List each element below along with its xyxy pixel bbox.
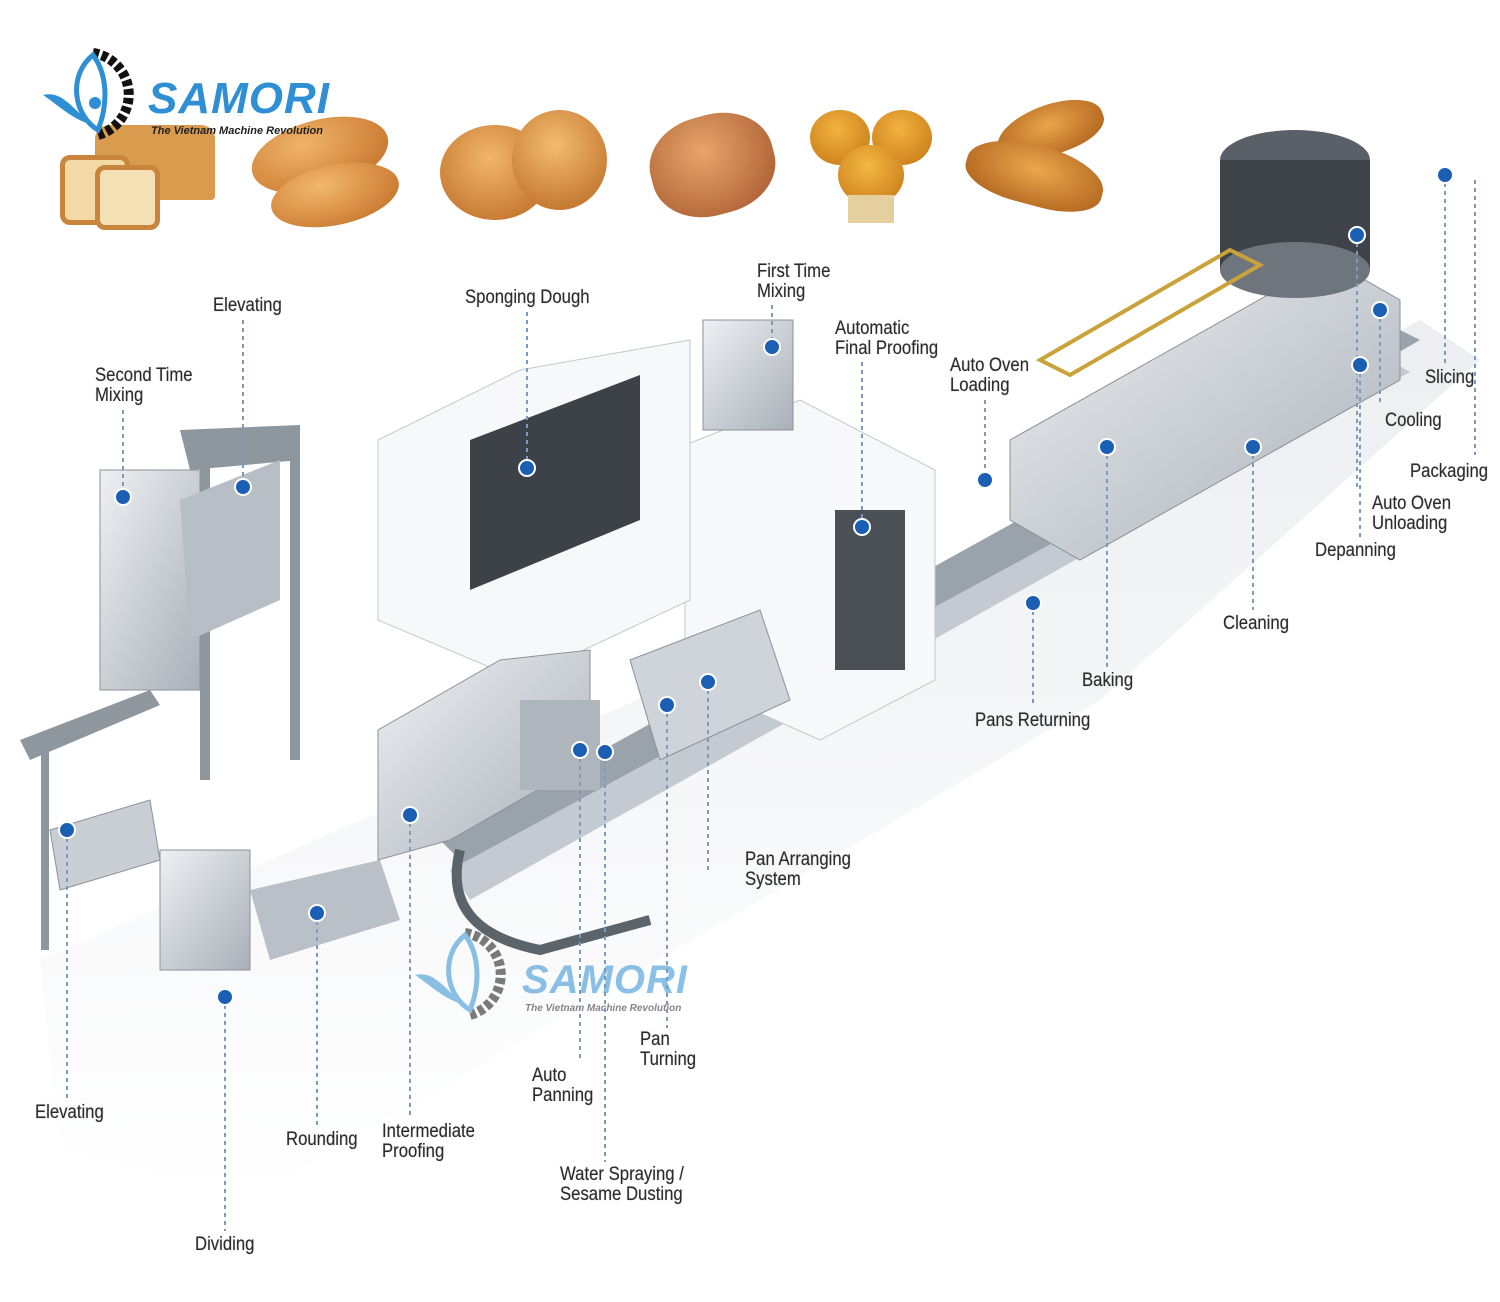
proofer-window: [835, 510, 905, 670]
elevator-bowl: [180, 460, 280, 640]
samori-logo: SAMORI The Vietnam Machine Revolution: [38, 45, 348, 140]
label-sponging-dough: Sponging Dough: [465, 287, 590, 308]
first-mixer: [702, 319, 794, 431]
marker-icon: [308, 904, 326, 922]
label-dividing: Dividing: [195, 1234, 255, 1255]
logo-tagline: The Vietnam Machine Revolution: [151, 125, 323, 137]
label-baking: Baking: [1082, 670, 1134, 691]
marker-icon: [571, 741, 589, 759]
label-elevating-top: Elevating: [213, 295, 282, 316]
elevator-frame: [180, 425, 300, 470]
marker-icon: [976, 471, 994, 489]
marker-icon: [518, 459, 536, 477]
marker-icon: [853, 518, 871, 536]
marker-icon: [216, 988, 234, 1006]
marker-icon: [1244, 438, 1262, 456]
muffin-image: [810, 105, 935, 225]
marker-icon: [114, 488, 132, 506]
marker-icon: [1436, 166, 1454, 184]
floor-reflection: [40, 320, 1480, 1200]
overhead-rail: [1035, 247, 1265, 378]
marker-icon: [763, 338, 781, 356]
label-cooling: Cooling: [1385, 410, 1442, 431]
marker-icon: [234, 478, 252, 496]
sesame-burger-bun-image: [440, 110, 610, 220]
marker-icon: [596, 743, 614, 761]
label-pans-returning: Pans Returning: [975, 710, 1091, 731]
label-water-spraying-sesame-dusting: Water Spraying /Sesame Dusting: [560, 1164, 684, 1205]
watermark-tagline: The Vietnam Machine Revolution: [525, 1003, 682, 1014]
logo-gear-icon: [43, 48, 134, 140]
bottom-elevator-frame: [20, 690, 160, 760]
label-slicing: Slicing: [1425, 367, 1475, 388]
marker-icon: [401, 806, 419, 824]
marker-icon: [699, 673, 717, 691]
divider: [159, 849, 251, 971]
label-cleaning: Cleaning: [1223, 613, 1289, 634]
spiral-cooler-base: [1220, 242, 1370, 298]
sponge-window: [470, 375, 640, 590]
label-rounding: Rounding: [286, 1129, 358, 1150]
curved-conveyor: [451, 848, 652, 956]
marker-icon: [1371, 301, 1389, 319]
label-depanning: Depanning: [1315, 540, 1396, 561]
watermark-gear-icon: [415, 928, 506, 1020]
logo-wordmark: SAMORI: [148, 74, 330, 123]
marker-icon: [1024, 594, 1042, 612]
label-elevating-bottom: Elevating: [35, 1102, 104, 1123]
marker-icon: [1351, 356, 1369, 374]
marker-icon: [58, 821, 76, 839]
marker-icon: [1098, 438, 1116, 456]
marker-icon: [1348, 226, 1366, 244]
marker-icon: [658, 696, 676, 714]
toast-bread-image: [55, 125, 220, 230]
label-packaging: Packaging: [1410, 461, 1489, 482]
